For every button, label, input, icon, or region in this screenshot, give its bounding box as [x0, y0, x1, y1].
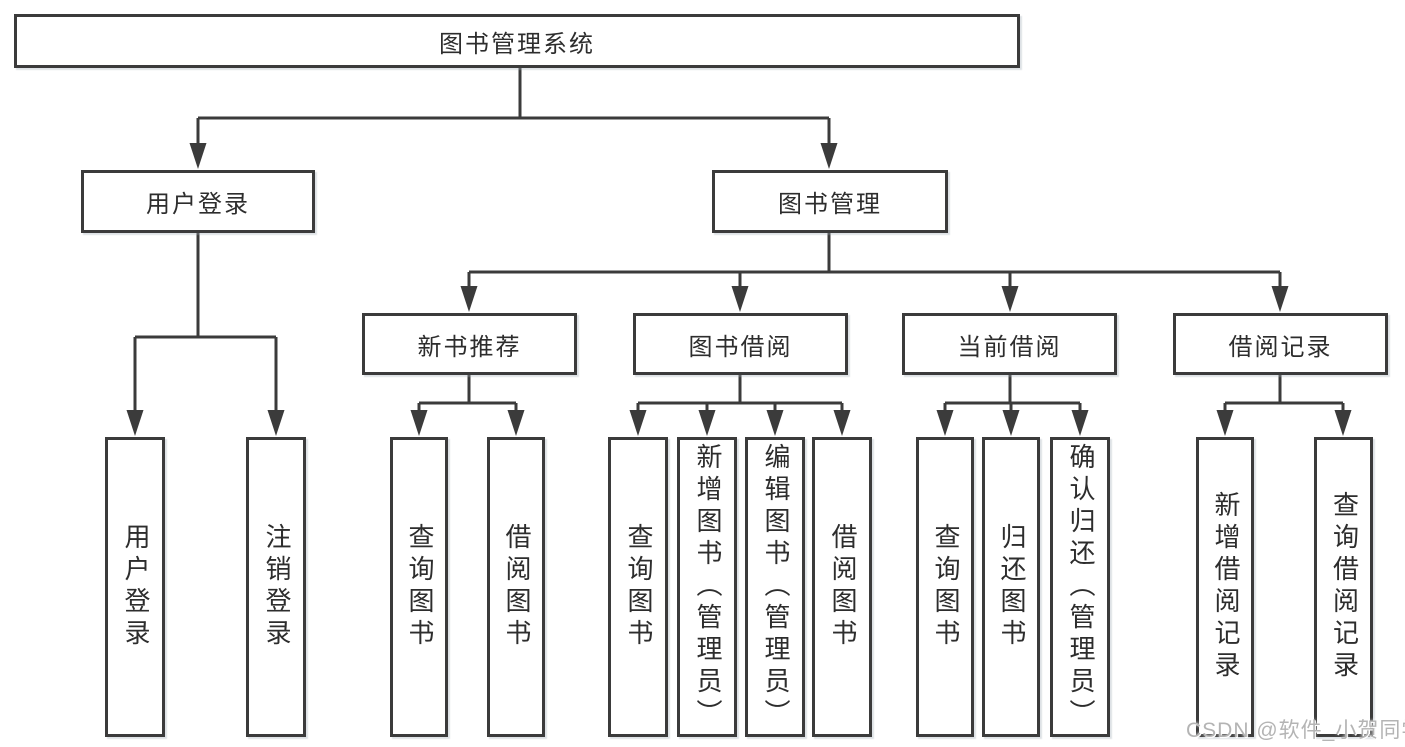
- leaf-cb-confirm-return-admin: 确认归还（管理员）: [1050, 437, 1110, 737]
- csdn-watermark: CSDN @软件_小贺同学: [1186, 719, 1405, 742]
- node-label: 查询借阅记录: [1329, 491, 1360, 683]
- node-label: 归还图书: [996, 523, 1027, 651]
- node-label: 新增图书（管理员）: [692, 443, 723, 731]
- leaf-nb-borrow-books: 借阅图书: [487, 437, 545, 737]
- node-current-borrowing: 当前借阅: [902, 313, 1117, 375]
- node-label: 确认归还（管理员）: [1065, 443, 1096, 731]
- node-label: 图书借阅: [688, 333, 793, 361]
- leaf-br-add-borrow-record: 新增借阅记录: [1196, 437, 1254, 737]
- node-label: 查询图书: [930, 523, 961, 651]
- leaf-bb-add-book-admin: 新增图书（管理员）: [677, 437, 737, 737]
- leaf-cb-query-books: 查询图书: [916, 437, 974, 737]
- leaf-nb-query-books: 查询图书: [390, 437, 448, 737]
- arrowhead-icons: [126, 143, 1352, 436]
- leaf-logout: 注销登录: [246, 437, 306, 737]
- node-label: 编辑图书（管理员）: [760, 443, 791, 731]
- leaf-bb-edit-book-admin: 编辑图书（管理员）: [745, 437, 805, 737]
- node-label: 用户登录: [120, 523, 151, 651]
- node-label: 注销登录: [261, 523, 292, 651]
- node-label: 图书管理系统: [439, 30, 595, 58]
- leaf-bb-query-books: 查询图书: [608, 437, 668, 737]
- node-book-borrowing: 图书借阅: [633, 313, 848, 375]
- leaf-br-query-borrow-record: 查询借阅记录: [1314, 437, 1373, 737]
- node-borrowing-records: 借阅记录: [1173, 313, 1388, 375]
- node-label: 新书推荐: [417, 333, 522, 361]
- node-book-management-branch: 图书管理: [712, 170, 948, 233]
- leaf-bb-borrow-books: 借阅图书: [812, 437, 872, 737]
- leaf-user-login: 用户登录: [105, 437, 165, 737]
- node-label: 图书管理: [778, 191, 882, 218]
- node-root-system: 图书管理系统: [14, 14, 1020, 68]
- node-label: 借阅图书: [501, 523, 532, 651]
- leaf-cb-return-books: 归还图书: [982, 437, 1040, 737]
- node-new-book-recommend: 新书推荐: [362, 313, 577, 375]
- node-label: 查询图书: [623, 523, 654, 651]
- node-label: 用户登录: [146, 191, 250, 218]
- node-user-login-branch: 用户登录: [81, 170, 315, 233]
- node-label: 借阅记录: [1228, 333, 1333, 361]
- node-label: 当前借阅: [957, 333, 1062, 361]
- node-label: 查询图书: [404, 523, 435, 651]
- node-label: 新增借阅记录: [1210, 491, 1241, 683]
- node-label: 借阅图书: [827, 523, 858, 651]
